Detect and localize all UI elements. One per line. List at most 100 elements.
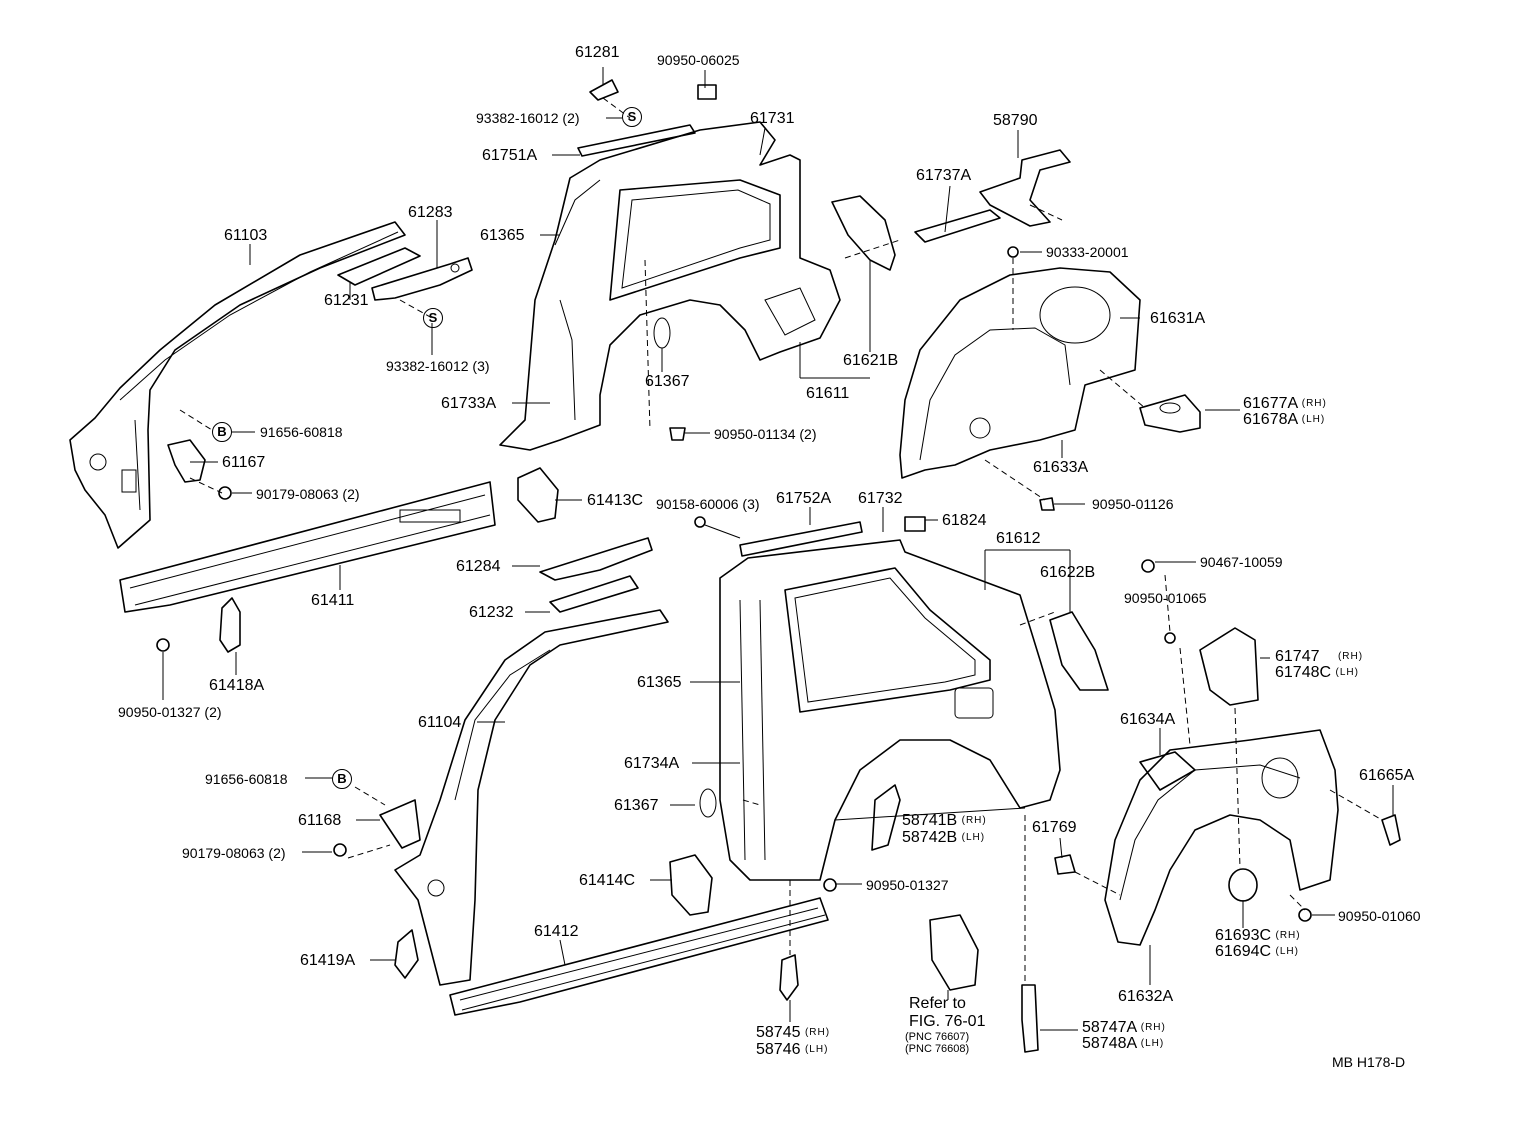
label-61631A: 61631A xyxy=(1150,310,1206,327)
label-61693C-rh: 61693C (RH) xyxy=(1215,927,1301,944)
clip-61665A-drawing xyxy=(1381,814,1401,846)
label-61365-lower: 61365 xyxy=(637,674,682,691)
label-61612: 61612 xyxy=(996,530,1041,547)
label-61418A: 61418A xyxy=(209,677,265,694)
label-90158-60006: 90158-60006 (3) xyxy=(656,496,760,512)
label-61413C: 61413C xyxy=(587,492,644,509)
label-90950-01327-2: 90950-01327 (2) xyxy=(118,704,222,720)
label-91656-60818-lower: 91656-60818 xyxy=(205,771,288,787)
label-61694C-lh: 61694C (LH) xyxy=(1215,943,1299,960)
label-58790: 58790 xyxy=(993,112,1038,129)
bracket-61283-drawing xyxy=(337,247,473,301)
leader-lines xyxy=(162,67,1394,1031)
bracket-61769-drawing xyxy=(1054,854,1076,875)
label-61367-upper: 61367 xyxy=(645,373,690,390)
refer-to-text: Refer to xyxy=(909,995,966,1012)
quarter-panel-61732-drawing xyxy=(699,516,1061,881)
moulding-58747A-drawing xyxy=(1021,984,1039,1053)
bracket-61413C-drawing xyxy=(517,467,559,523)
label-58747A-rh: 58747A (RH) xyxy=(1082,1019,1166,1036)
label-61284: 61284 xyxy=(456,558,501,575)
bracket-61419A-drawing xyxy=(394,929,419,979)
label-58746-lh: 58746 (LH) xyxy=(756,1041,829,1058)
label-61665A: 61665A xyxy=(1359,767,1415,784)
label-90950-01065: 90950-01065 xyxy=(1124,590,1207,606)
bracket-61414C-drawing xyxy=(669,854,713,916)
label-58741B-rh: 58741B (RH) xyxy=(902,812,987,829)
label-90179-08063-upper: 90179-08063 (2) xyxy=(256,486,360,502)
label-90950-06025: 90950-06025 xyxy=(657,52,740,68)
label-61419A: 61419A xyxy=(300,952,356,969)
front-pillar-61103-drawing xyxy=(69,221,406,549)
label-61232: 61232 xyxy=(469,604,514,621)
label-61621B: 61621B xyxy=(843,352,899,369)
moulding-58745-drawing xyxy=(779,954,799,1001)
dashed-assembly-lines xyxy=(179,97,1383,985)
label-61633A: 61633A xyxy=(1033,459,1089,476)
label-61632A: 61632A xyxy=(1118,988,1174,1005)
wheel-house-61631A-drawing xyxy=(899,267,1141,479)
wheel-house-61632A-drawing xyxy=(1104,729,1339,946)
label-61678A-lh: 61678A (LH) xyxy=(1243,411,1326,428)
label-61731: 61731 xyxy=(750,110,795,127)
label-61231: 61231 xyxy=(324,292,369,309)
symbol-b-icon: B xyxy=(332,769,352,789)
bracket-61747-drawing xyxy=(1199,627,1259,706)
label-61168: 61168 xyxy=(298,812,342,829)
label-61281: 61281 xyxy=(575,44,620,61)
label-93382-16012-3: 93382-16012 (3) xyxy=(386,358,490,374)
label-61104: 61104 xyxy=(418,714,462,731)
label-61751A: 61751A xyxy=(482,147,538,164)
label-90950-01126: 90950-01126 xyxy=(1092,496,1174,512)
bracket-61168-drawing xyxy=(379,799,421,849)
label-61167: 61167 xyxy=(222,454,266,471)
label-90467-10059: 90467-10059 xyxy=(1200,554,1283,570)
pad-61677A-drawing xyxy=(1139,394,1201,433)
label-61634A: 61634A xyxy=(1120,711,1176,728)
label-61747-rh: 61747 (RH) xyxy=(1275,648,1364,665)
label-61737A: 61737A xyxy=(916,167,972,184)
label-61283: 61283 xyxy=(408,204,453,221)
symbol-s-icon: S xyxy=(423,308,443,328)
fasteners xyxy=(156,79,1312,922)
label-61732: 61732 xyxy=(858,490,903,507)
label-61748C-lh: 61748C (LH) xyxy=(1275,664,1359,681)
moulding-58741B-drawing xyxy=(871,784,901,851)
refer-pnc-1: (PNC 76607) xyxy=(905,1031,970,1043)
label-91656-60818-upper: 91656-60818 xyxy=(260,424,343,440)
label-93382-16012-2: 93382-16012 (2) xyxy=(476,110,580,126)
label-58748A-lh: 58748A (LH) xyxy=(1082,1035,1165,1052)
bracket-61167-drawing xyxy=(167,439,206,483)
label-58745-rh: 58745 (RH) xyxy=(756,1024,831,1041)
label-61367-lower: 61367 xyxy=(614,797,659,814)
label-61103: 61103 xyxy=(224,227,268,244)
label-61611: 61611 xyxy=(806,385,850,402)
label-61411: 61411 xyxy=(311,592,355,609)
label-90333-20001: 90333-20001 xyxy=(1046,244,1129,260)
label-61622B: 61622B xyxy=(1040,564,1096,581)
symbol-s-icon: S xyxy=(622,107,642,127)
label-58742B-lh: 58742B (LH) xyxy=(902,829,986,846)
label-90179-08063-lower: 90179-08063 (2) xyxy=(182,845,286,861)
strip-61621B-drawing xyxy=(831,195,896,271)
bracket-61232-drawing xyxy=(549,575,639,613)
label-61824: 61824 xyxy=(942,512,987,529)
quarter-panel-61731-drawing xyxy=(499,121,841,451)
mudguard-refer-drawing xyxy=(929,914,979,991)
label-61365-upper: 61365 xyxy=(480,227,525,244)
refer-pnc-2: (PNC 76608) xyxy=(905,1043,970,1055)
refer-fig-text: FIG. 76-01 xyxy=(909,1013,986,1030)
strip-61737A-58790-drawing xyxy=(914,149,1071,243)
diagram-code: MB H178-D xyxy=(1332,1054,1406,1070)
label-61414C: 61414C xyxy=(579,872,636,889)
front-pillar-61104-drawing xyxy=(394,609,669,986)
rocker-61412-drawing xyxy=(449,897,829,1016)
plug-61693C-drawing xyxy=(1228,868,1258,902)
label-61412: 61412 xyxy=(534,923,579,940)
label-61677A-rh: 61677A (RH) xyxy=(1243,395,1327,412)
label-61769: 61769 xyxy=(1032,819,1077,836)
label-61733A: 61733A xyxy=(441,395,497,412)
label-61734A: 61734A xyxy=(624,755,680,772)
label-90950-01327: 90950-01327 xyxy=(866,877,949,893)
